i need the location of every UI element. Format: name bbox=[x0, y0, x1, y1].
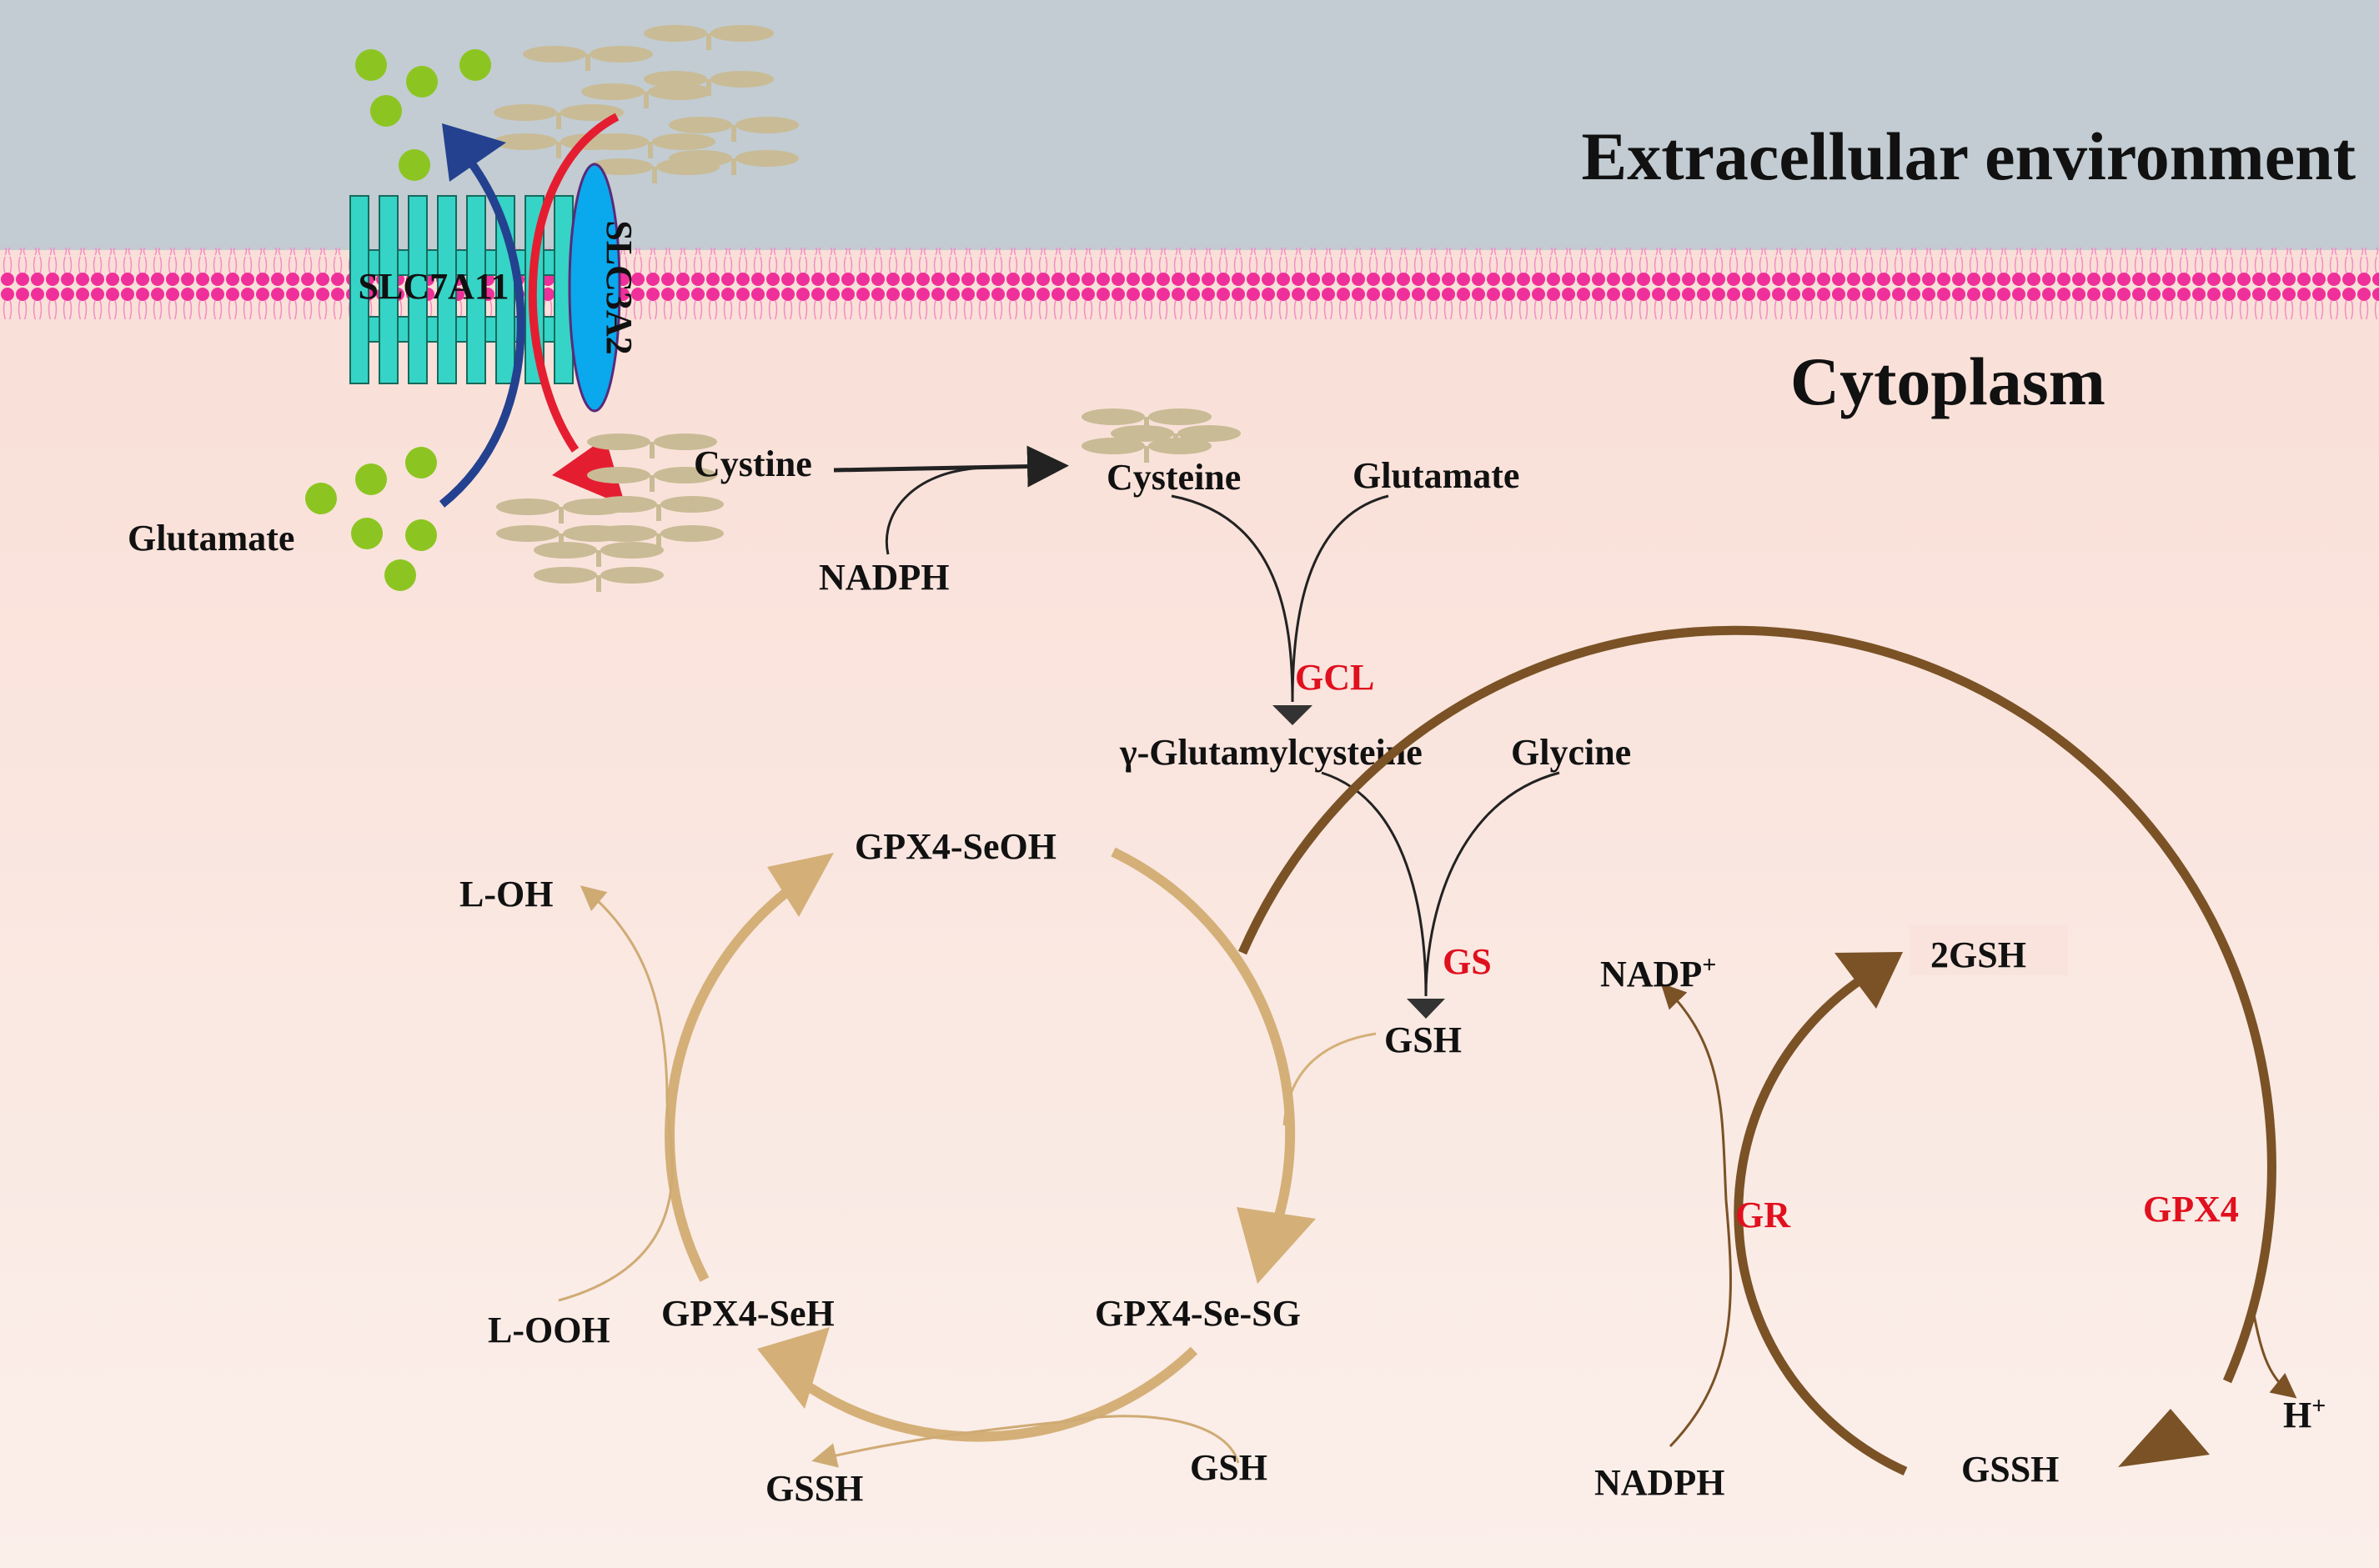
gcl-enzyme-label: GCL bbox=[1295, 657, 1374, 698]
h-superscript: + bbox=[2311, 1392, 2326, 1420]
cystine-influx-arrowhead bbox=[552, 438, 625, 506]
cysteine-label: Cysteine bbox=[1107, 457, 1241, 498]
gpx4-cycle bbox=[665, 847, 1296, 1442]
gr-cycle-gap-top bbox=[1910, 925, 2068, 975]
gsh-product-label: GSH bbox=[1384, 1019, 1462, 1060]
nadph-input-curve bbox=[885, 466, 985, 555]
glutamate-dots-intracellular bbox=[305, 447, 437, 591]
gpx4-to-h-curve bbox=[2250, 1300, 2297, 1399]
nadph-label-gr-cycle: NADPH bbox=[1594, 1462, 1724, 1503]
h-plus-label: H+ bbox=[2283, 1392, 2326, 1435]
nadph-label-synthesis: NADPH bbox=[819, 557, 949, 598]
gr-cycle-gap-bottom bbox=[1918, 1438, 2076, 1488]
gcl-arrowhead bbox=[1272, 705, 1312, 725]
glycine-label: Glycine bbox=[1511, 732, 1631, 773]
gs-enzyme-label: GS bbox=[1443, 941, 1492, 982]
glutamate-label-synthesis: Glutamate bbox=[1353, 455, 1519, 496]
glycine-to-gs-curve bbox=[1424, 771, 1560, 997]
gpx4-cycle-arrowhead-right bbox=[1237, 1207, 1316, 1284]
looh-label: L-OOH bbox=[488, 1310, 610, 1350]
glutamate-efflux-arrowhead bbox=[442, 123, 506, 182]
extracellular-title: Extracellular environment bbox=[1582, 118, 2356, 194]
cystine-label: Cystine bbox=[694, 443, 812, 484]
nadp-superscript: + bbox=[1702, 951, 1716, 979]
gpx4-sesg-label: GPX4-Se-SG bbox=[1095, 1293, 1301, 1334]
gpx4-enzyme-label: GPX4 bbox=[2143, 1189, 2239, 1230]
cystine-to-cysteine-arrow bbox=[833, 445, 1069, 488]
glutamate-efflux-arrow bbox=[439, 160, 525, 508]
cystine-influx-arrow bbox=[528, 113, 620, 453]
gpx4-seoh-label: GPX4-SeOH bbox=[855, 826, 1056, 867]
gsh-feed-curve bbox=[1282, 1032, 1377, 1126]
gpx4-seh-label: GPX4-SeH bbox=[661, 1293, 835, 1334]
gssh-label-gr-cycle: GSSH bbox=[1961, 1449, 2059, 1490]
gpx4-cycle-arrowhead-left bbox=[767, 853, 834, 917]
cysteine-to-gcl-curve bbox=[1171, 494, 1294, 703]
glutamate-dots-extracellular bbox=[355, 49, 491, 181]
slc7a11-label: SLC7A11 bbox=[359, 266, 509, 307]
gr-cycle-arrowhead-top bbox=[1834, 952, 1903, 1009]
two-gsh-label: 2GSH bbox=[1930, 934, 2026, 975]
glutamate-to-gcl-curve bbox=[1291, 494, 1389, 703]
gr-cycle-arrowhead-bottom bbox=[2118, 1409, 2210, 1467]
slc3a2-label: SLC3A2 bbox=[599, 220, 640, 354]
gpx4-cycle-arrowhead-bottom bbox=[757, 1327, 830, 1409]
loh-label: L-OH bbox=[459, 874, 553, 914]
nadp-label: NADP+ bbox=[1600, 951, 1716, 994]
gs-arrowhead bbox=[1407, 999, 1445, 1019]
gsh-label-gpx4-cycle: GSH bbox=[1190, 1447, 1267, 1488]
glutamate-label-intracellular: Glutamate bbox=[128, 518, 294, 559]
looh-to-loh-curve bbox=[558, 885, 674, 1302]
gr-enzyme-label: GR bbox=[1735, 1195, 1791, 1235]
gsh-to-gssh-curve bbox=[811, 1415, 1240, 1468]
cytoplasm-title: Cytoplasm bbox=[1790, 343, 2105, 419]
gssh-label-gpx4-cycle: GSSH bbox=[765, 1468, 863, 1509]
gr-cycle bbox=[1237, 625, 2276, 1476]
nadph-to-nadp-curve bbox=[1660, 983, 1732, 1448]
slc3a2-transporter bbox=[568, 163, 621, 413]
